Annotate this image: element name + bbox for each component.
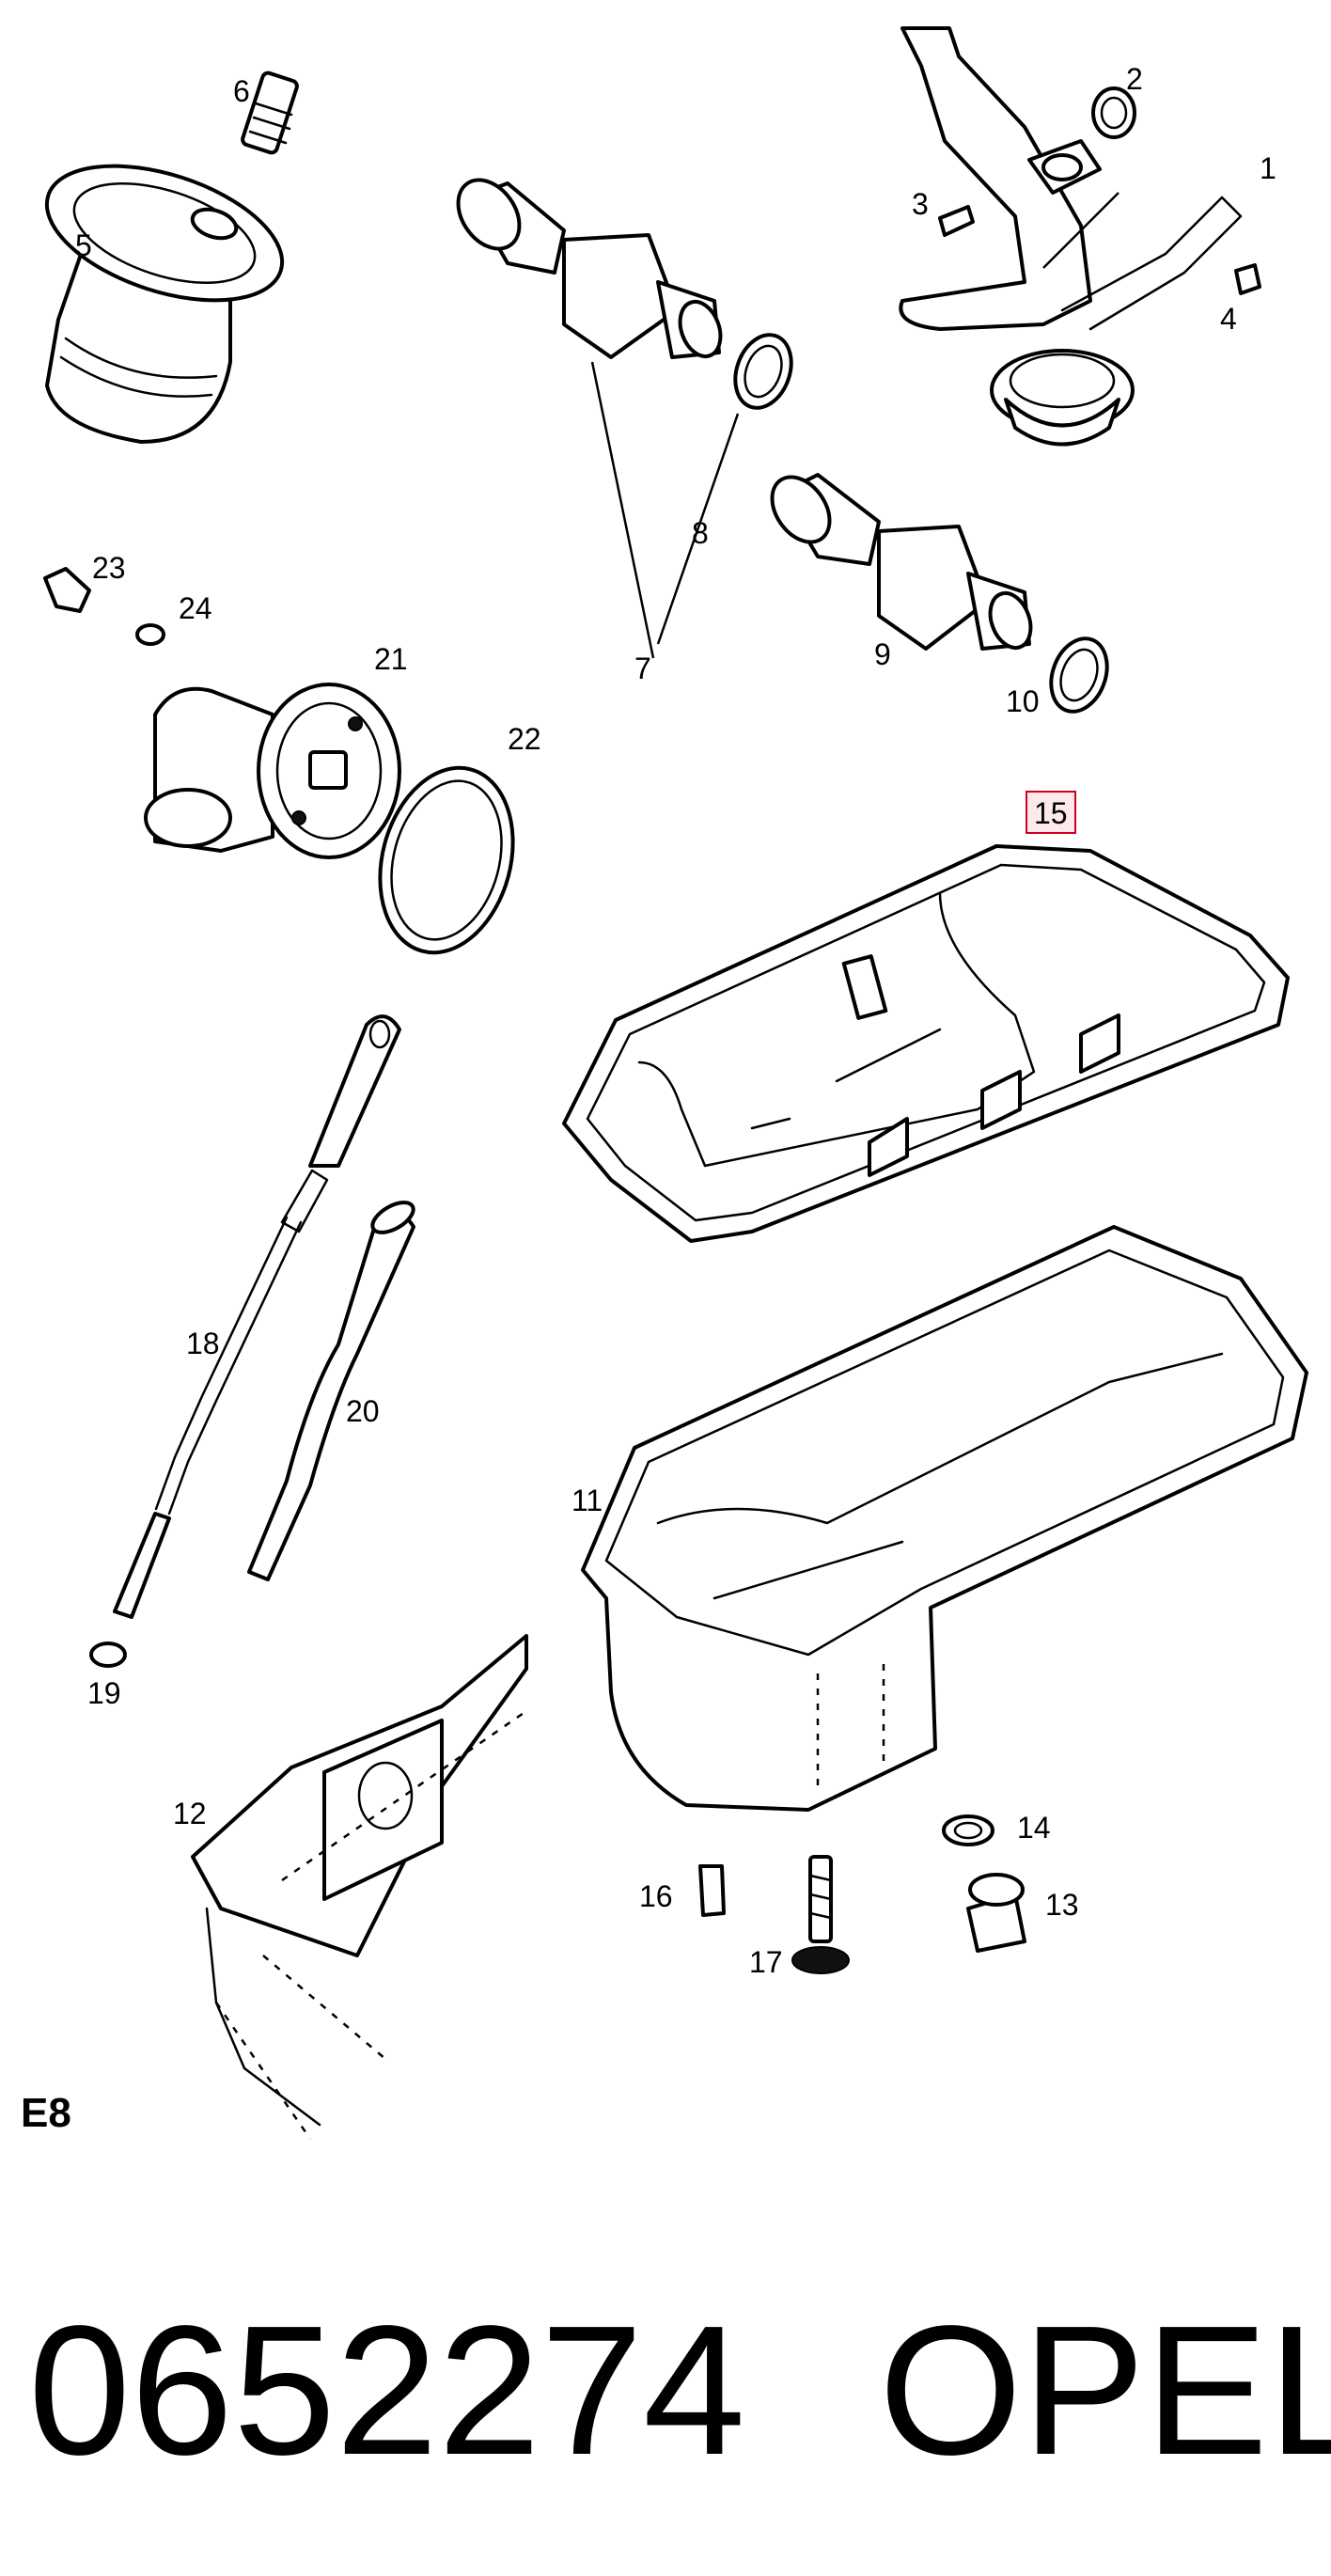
callout-13: 13 [1045, 1888, 1079, 1922]
oil-pan-alternate [191, 1634, 528, 2140]
callout-7: 7 [634, 652, 651, 685]
oil-pressure-switch-alt [770, 473, 1033, 651]
callout-15: 15 [1034, 796, 1068, 830]
pan-bolt-long [791, 1855, 850, 1974]
callout-8: 8 [692, 516, 709, 550]
callout-16: 16 [639, 1879, 673, 1913]
callout-9: 9 [874, 637, 891, 671]
callout-15-highlight-box [1026, 791, 1076, 834]
callout-14: 14 [1017, 1811, 1051, 1845]
drain-plug [966, 1873, 1026, 1953]
callout-5: 5 [75, 228, 92, 262]
callout-11: 11 [572, 1484, 603, 1517]
callout-3: 3 [912, 187, 929, 221]
oil-pan [581, 1225, 1308, 1812]
oil-pressure-switch [456, 178, 723, 359]
housing-bolt [43, 567, 91, 613]
callout-6: 6 [233, 74, 250, 108]
dipstick-guide-tube [247, 1201, 415, 1581]
callout-20: 20 [346, 1394, 380, 1428]
seal-ring-small [1049, 636, 1109, 714]
callout-17: 17 [749, 1945, 783, 1979]
oil-filter [44, 164, 285, 444]
callout-1: 1 [1260, 151, 1276, 185]
oil-pan-gasket [562, 844, 1290, 1243]
callout-2: 2 [1126, 62, 1143, 96]
dipstick-washer [89, 1641, 127, 1668]
callout-19: 19 [87, 1676, 121, 1710]
callout-12: 12 [173, 1797, 207, 1830]
callout-4: 4 [1220, 302, 1237, 336]
threaded-stud [241, 71, 299, 155]
oil-filter-adapter [144, 683, 401, 859]
callout-24: 24 [179, 591, 212, 625]
callout-21: 21 [374, 642, 408, 676]
callout-18: 18 [186, 1327, 220, 1360]
housing-washer [135, 623, 165, 646]
bracket-nut [1234, 263, 1261, 295]
callout-labels: 1 2 3 4 5 6 7 8 9 10 11 12 13 14 15 16 1… [75, 62, 1276, 1979]
oil-pickup-pipe [899, 26, 1243, 447]
o-ring [378, 765, 515, 955]
drain-plug-washer [942, 1814, 994, 1846]
brand-name: OPEL [879, 2287, 1331, 2493]
section-code: E8 [21, 2090, 71, 2136]
oil-dipstick [113, 1014, 401, 1619]
callout-22: 22 [508, 722, 541, 756]
pickup-gasket [1091, 86, 1136, 139]
pickup-bolt [938, 205, 975, 237]
pan-bolt-short [698, 1864, 726, 1917]
callout-23: 23 [92, 551, 126, 585]
part-number: 0652274 [28, 2287, 745, 2493]
seal-ring [733, 333, 793, 410]
callout-10: 10 [1006, 684, 1040, 718]
